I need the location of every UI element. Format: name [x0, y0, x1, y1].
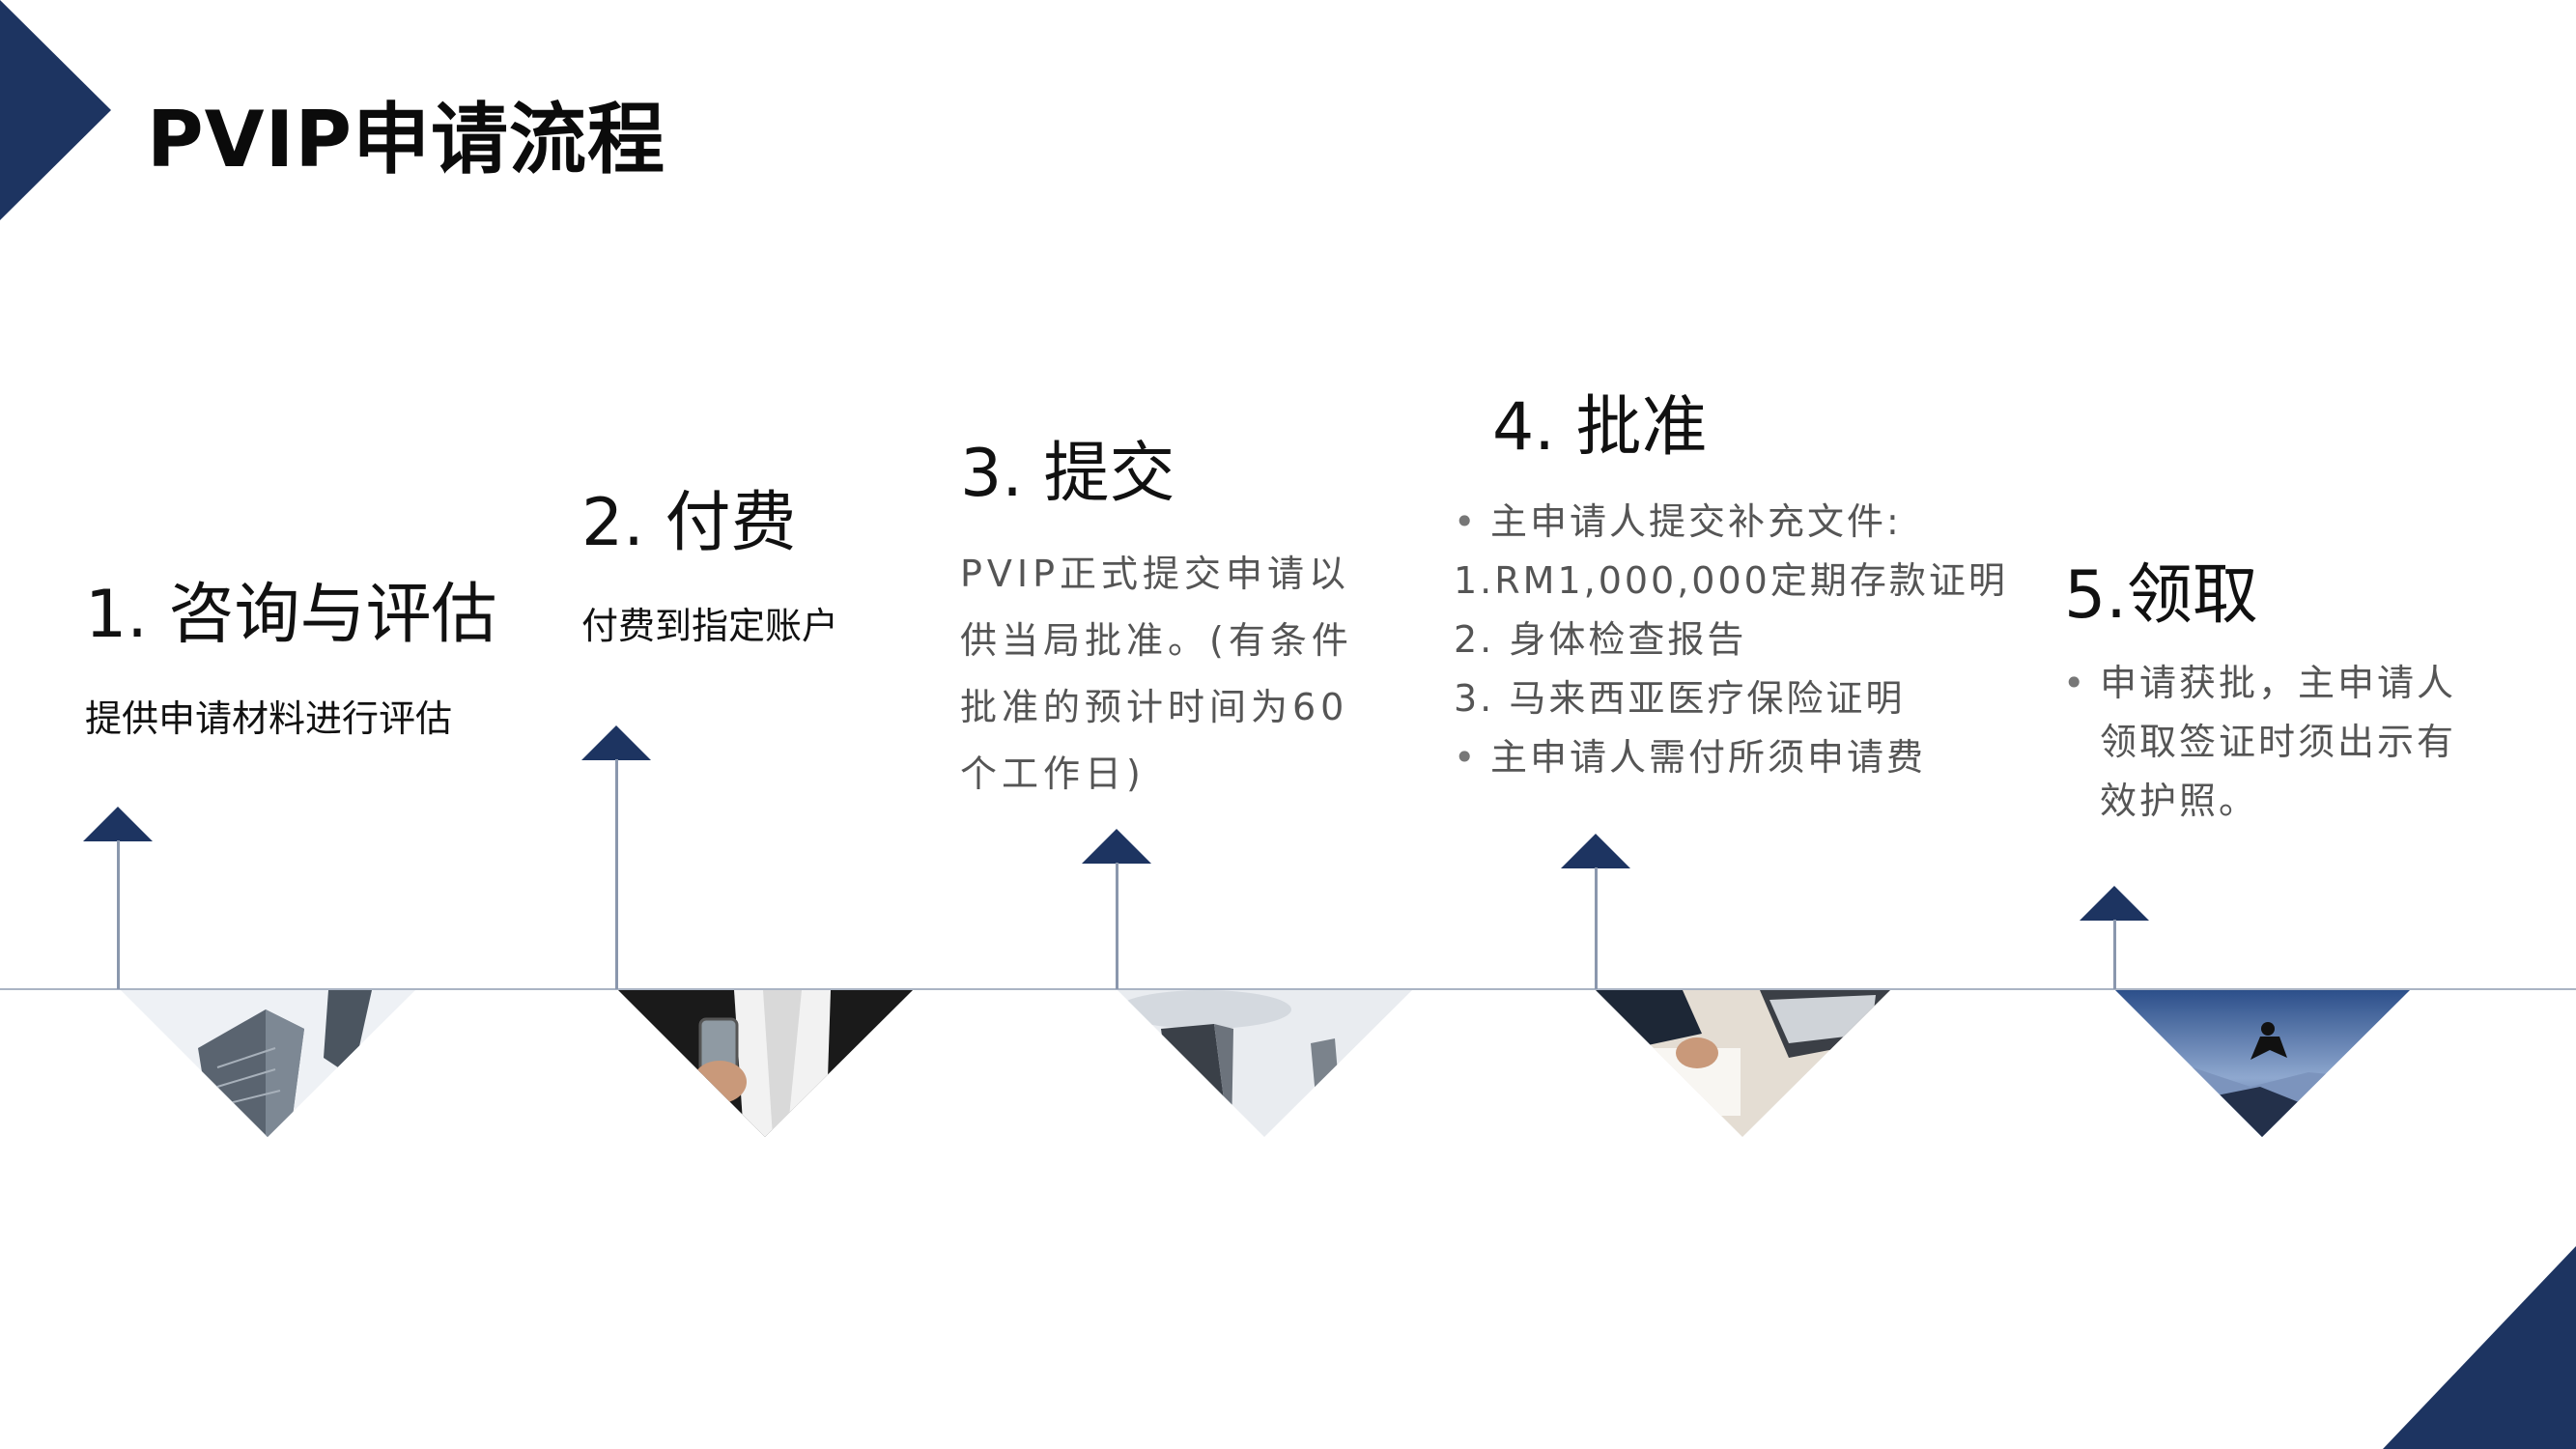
list-item: •主申请人需付所须申请费: [1454, 736, 1927, 779]
step-4-photo-desk-laptop: [1596, 990, 1890, 1137]
step-2-photo-businessman-phone: [618, 990, 913, 1137]
step-3-body-line: 个工作日): [960, 753, 1146, 795]
step-4-list: •主申请人提交补充文件: 1.RM1,000,000定期存款证明 2. 身体检查…: [1454, 493, 2008, 787]
list-item: 1.RM1,000,000定期存款证明: [1454, 559, 2008, 602]
step-5-title: 5.领取: [2064, 557, 2258, 634]
timeline-line: [0, 988, 2576, 990]
step-4-arrow-icon: [1561, 834, 1630, 868]
corner-decoration-top-left: [0, 0, 111, 220]
step-5-arrow-icon: [2080, 886, 2149, 921]
step-3-body-line: 批准的预计时间为60: [960, 686, 1349, 728]
step-3-body: PVIP正式提交申请以 供当局批准。(有条件 批准的预计时间为60 个工作日): [960, 541, 1353, 808]
list-item: 2. 身体检查报告: [1454, 618, 1747, 661]
list-item: 领取签证时须出示有: [2100, 721, 2457, 763]
step-1-stem: [117, 840, 120, 989]
step-5-list: •申请获批，主申请人 领取签证时须出示有 效护照。: [2063, 654, 2456, 831]
step-2-title: 2. 付费: [581, 485, 797, 561]
step-5-stem: [2113, 920, 2116, 989]
step-2-arrow-icon: [581, 725, 651, 760]
page-title: PVIP申请流程: [147, 95, 665, 185]
step-3-body-line: PVIP正式提交申请以: [960, 553, 1351, 595]
step-4-title: 4. 批准: [1492, 389, 1708, 466]
step-3-photo-skyscrapers-sky: [1118, 990, 1412, 1137]
step-1-photo-city-buildings: [121, 990, 415, 1137]
step-1-arrow-icon: [83, 807, 153, 841]
step-3-title: 3. 提交: [960, 436, 1175, 512]
list-item: •主申请人提交补充文件:: [1454, 500, 1902, 543]
list-item: 3. 马来西亚医疗保险证明: [1454, 677, 1906, 720]
step-2-stem: [615, 759, 618, 989]
step-2-description: 付费到指定账户: [581, 605, 839, 647]
list-item: 效护照。: [2100, 780, 2259, 822]
step-4-stem: [1595, 867, 1598, 989]
step-3-arrow-icon: [1082, 829, 1151, 864]
step-5-photo-jumping-mountains: [2115, 990, 2410, 1137]
corner-decoration-bottom-right: [2383, 1246, 2576, 1449]
step-3-stem: [1116, 863, 1118, 989]
step-1-description: 提供申请材料进行评估: [85, 697, 453, 740]
step-3-body-line: 供当局批准。(有条件: [960, 619, 1353, 662]
step-1-title: 1. 咨询与评估: [85, 577, 497, 653]
list-item: •申请获批，主申请人: [2063, 662, 2457, 704]
